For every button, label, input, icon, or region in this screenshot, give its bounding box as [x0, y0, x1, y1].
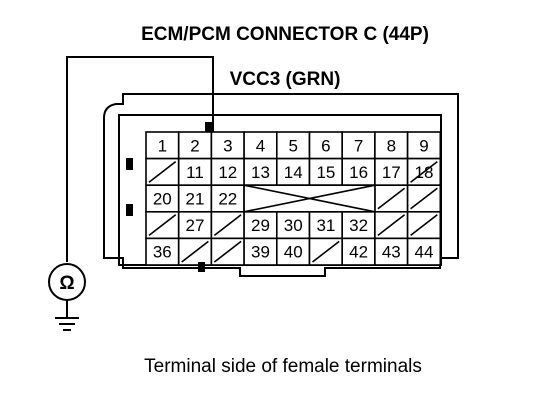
terminal-cell [308, 157, 344, 187]
terminal-number: 4 [256, 136, 265, 155]
terminal-number: 32 [349, 216, 368, 235]
terminal-cell [374, 157, 409, 187]
terminal-number: 20 [153, 190, 172, 209]
probe-wire [66, 56, 214, 262]
terminal-number: 16 [349, 163, 368, 182]
diagram-caption: Terminal side of female terminals [144, 356, 422, 377]
empty-cavity-slash [377, 214, 406, 237]
terminal-number: 1 [158, 136, 167, 155]
terminal-cell [341, 237, 376, 266]
terminal-cell [275, 237, 311, 266]
terminal-number: 8 [387, 136, 396, 155]
terminal-cell [145, 237, 180, 266]
wire-label: VCC3 (GRN) [230, 69, 341, 90]
connector-tab [126, 158, 133, 170]
empty-cavity-slash [410, 214, 438, 237]
terminal-number: 18 [415, 163, 434, 182]
terminal-number: 29 [251, 216, 270, 235]
ohmmeter-icon: Ω [48, 263, 86, 301]
terminal-number: 21 [186, 190, 205, 209]
terminal-number: 12 [218, 163, 237, 182]
empty-cavity-slash [410, 160, 438, 183]
terminal-number: 2 [190, 136, 199, 155]
terminal-number: 42 [349, 243, 368, 262]
terminal-number: 15 [316, 163, 335, 182]
terminal-number: 27 [186, 216, 205, 235]
terminal-cell [210, 157, 245, 187]
empty-cavity-slash [148, 160, 177, 183]
empty-cavity-slash [377, 187, 406, 210]
empty-cavity-slash [148, 214, 177, 237]
empty-cavity-slash [181, 240, 209, 263]
empty-cavity-slash [213, 214, 242, 237]
terminal-cell [275, 157, 311, 187]
terminal-number: 9 [419, 136, 428, 155]
terminal-cell [406, 131, 442, 160]
terminal-number: 22 [218, 190, 237, 209]
terminal-cell [374, 131, 409, 160]
connector-housing [103, 93, 459, 277]
ohmmeter-symbol: Ω [59, 273, 74, 294]
terminal-cell [406, 237, 442, 266]
terminal-number: 14 [284, 163, 303, 182]
terminal-cell [210, 184, 245, 213]
connector-tab [126, 204, 133, 216]
terminal-number: 13 [251, 163, 270, 182]
terminal-number: 7 [354, 136, 363, 155]
probe-tip [205, 122, 212, 132]
terminal-cell [374, 237, 409, 266]
terminal-number: 6 [321, 136, 330, 155]
terminal-number: 31 [316, 216, 335, 235]
terminal-number: 30 [284, 216, 303, 235]
terminal-number: 11 [186, 163, 204, 182]
blocked-cross-line [243, 184, 376, 213]
diagram-title: ECM/PCM CONNECTOR C (44P) [141, 24, 429, 45]
terminal-number: 43 [382, 243, 401, 262]
terminal-cell [145, 184, 180, 213]
empty-cavity-slash [312, 240, 340, 263]
empty-cavity-slash [410, 187, 438, 210]
terminal-number: 40 [284, 243, 303, 262]
terminal-number: 39 [251, 243, 270, 262]
terminal-number: 5 [288, 136, 297, 155]
terminal-number: 44 [415, 243, 434, 262]
terminal-number: 3 [223, 136, 232, 155]
terminal-cell [177, 131, 213, 160]
terminal-cell [145, 131, 180, 160]
probe-marker [198, 262, 205, 272]
ground-icon [55, 300, 79, 331]
terminal-cell [210, 131, 245, 160]
terminal-number: 36 [153, 243, 172, 262]
empty-cavity-slash [213, 240, 242, 263]
terminal-number: 17 [382, 163, 401, 182]
